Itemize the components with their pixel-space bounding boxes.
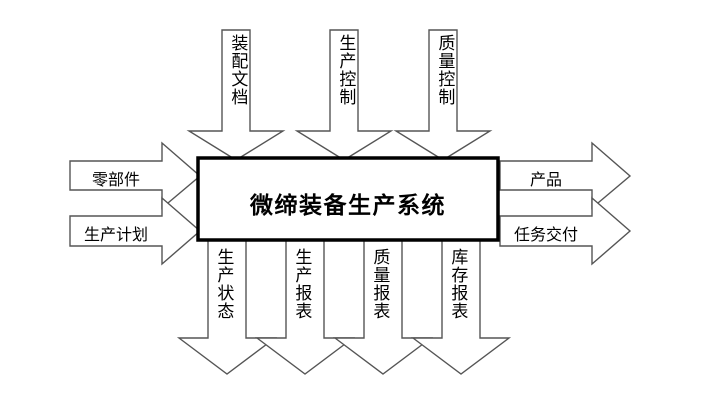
arrow-shape-right-1 [499,141,632,210]
arrow-shape-bottom-1 [176,239,278,375]
arrow-shape-top-3 [393,29,493,161]
arrow-shape-top-1 [186,29,286,161]
arrow-shape-top-2 [294,29,394,161]
arrow-shape-left-2 [69,196,202,266]
arrow-shape-left-1 [69,141,202,210]
arrow-shape-right-2 [499,196,632,266]
system-box[interactable] [196,156,500,242]
arrow-shape-bottom-3 [332,239,434,375]
arrow-shape-bottom-2 [254,239,356,375]
arrow-shape-bottom-4 [410,239,512,375]
